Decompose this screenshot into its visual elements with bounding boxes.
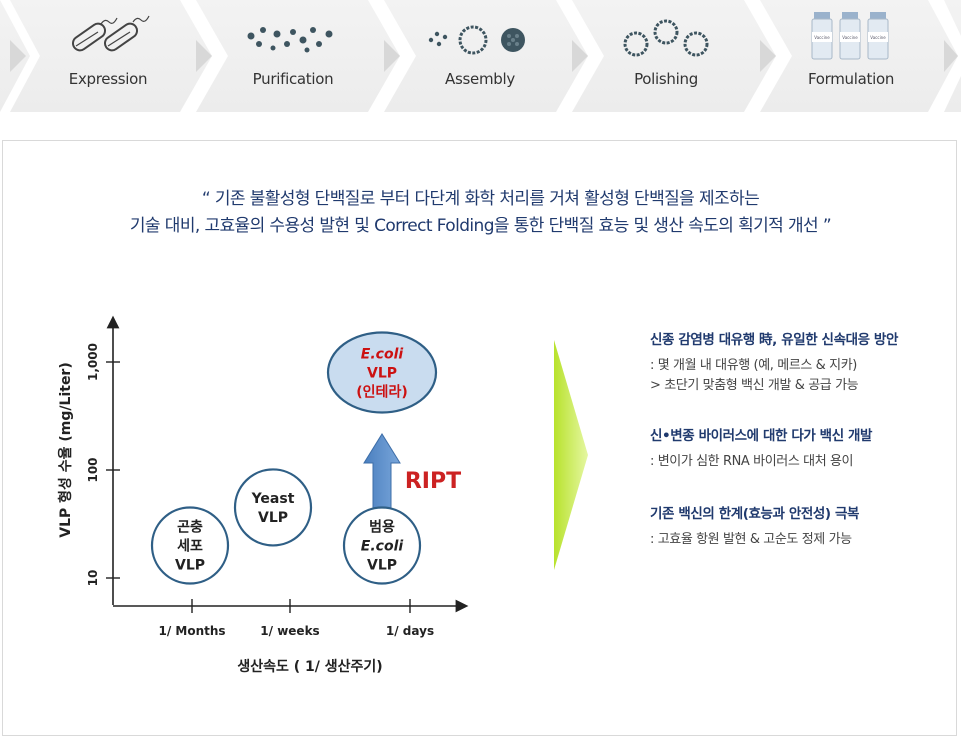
y-tick-label: 1,000 [86, 343, 100, 381]
step-label: Polishing [634, 70, 698, 88]
benefit-title: 신종 감염병 대유행 時, 유일한 신속대응 방안 [650, 332, 898, 348]
y-tick-label: 10 [86, 570, 100, 587]
node-label: 곤충 [177, 519, 203, 535]
yield-speed-chart: 10 100 1,000 1/ Months 1/ weeks 1/ days VLP … [57, 315, 469, 675]
quote-line-2: 기술 대비, 고효율의 수용성 발현 및 Correct Folding을 통한… [129, 216, 832, 236]
node-label: VLP [175, 557, 205, 573]
benefit-line: : 몇 개월 내 대유행 (예, 메르스 & 지카) [650, 358, 857, 373]
benefit-line: : 변이가 심한 RNA 바이러스 대처 용이 [650, 454, 854, 469]
y-axis-label: VLP 형성 수율 (mg/Liter) [57, 362, 74, 538]
step-label: Assembly [445, 70, 515, 88]
quote-line-1: “ 기존 불활성형 단백질로 부터 다단계 화학 처리를 거쳐 활성형 단백질을… [201, 189, 760, 209]
summary-quote: “ 기존 불활성형 단백질로 부터 다단계 화학 처리를 거쳐 활성형 단백질을… [0, 186, 961, 240]
benefit-title: 신•변종 바이러스에 대한 다가 백신 개발 [650, 428, 873, 444]
benefit-line: > 초단기 맞춤형 백신 개발 & 공급 가능 [650, 378, 859, 393]
node-circle [233, 468, 313, 547]
bacteria-icon [71, 15, 150, 52]
benefit-title: 기존 백신의 한계(효능과 안전성) 극복 [650, 506, 860, 522]
benefit-item: 신•변종 바이러스에 대한 다가 백신 개발 : 변이가 심한 RNA 바이러스… [650, 424, 950, 472]
node-label: VLP [367, 365, 397, 381]
big-arrow [554, 340, 588, 570]
step-polishing: Polishing [591, 0, 741, 112]
node-circle [150, 506, 230, 585]
step-expression: Expression [33, 0, 183, 112]
x-tick-label: 1/ Months [158, 624, 225, 638]
y-tick-label: 100 [86, 457, 100, 482]
node-label: E.coli [361, 346, 404, 362]
vial-label: Vaccine [814, 35, 830, 40]
vials-icon: Vaccine Vaccine Vaccine [811, 12, 889, 60]
highlight-node-circle [326, 331, 438, 414]
content-panel [2, 140, 957, 736]
node-label: Yeast [251, 491, 295, 507]
step-formulation: Vaccine Vaccine Vaccine [776, 0, 926, 112]
particles-icon [247, 27, 333, 53]
step-label: Purification [252, 70, 334, 88]
process-steps: Expression Purification [0, 0, 961, 112]
step-label: Expression [68, 70, 148, 88]
vial-label: Vaccine [870, 35, 886, 40]
ript-label: RIPT [405, 469, 461, 494]
node-label: VLP [367, 557, 397, 573]
node-label: VLP [258, 510, 288, 526]
vial-label: Vaccine [842, 35, 858, 40]
node-label: E.coli [361, 538, 404, 554]
step-assembly: Assembly [405, 0, 555, 112]
rings-icon [623, 19, 709, 57]
benefit-line: : 고효율 항원 발현 & 고순도 정제 가능 [650, 532, 852, 547]
process-band [0, 0, 961, 112]
step-label: Formulation [807, 70, 895, 88]
x-tick-label: 1/ weeks [260, 624, 319, 638]
node-label: (인테라) [356, 383, 407, 400]
benefit-item: 신종 감염병 대유행 時, 유일한 신속대응 방안 : 몇 개월 내 대유행 (… [650, 328, 950, 396]
assembly-icon [428, 25, 525, 55]
x-axis-label: 생산속도 ( 1/ 생산주기) [237, 658, 382, 675]
benefit-item: 기존 백신의 한계(효능과 안전성) 극복 : 고효율 항원 발현 & 고순도 … [650, 502, 950, 550]
x-tick-label: 1/ days [386, 624, 434, 638]
node-circle [342, 506, 422, 585]
node-label: 범용 [369, 519, 395, 535]
benefits-list: 신종 감염병 대유행 時, 유일한 신속대응 방안 : 몇 개월 내 대유행 (… [650, 328, 950, 576]
node-label: 세포 [177, 538, 203, 554]
step-purification: Purification [218, 0, 368, 112]
